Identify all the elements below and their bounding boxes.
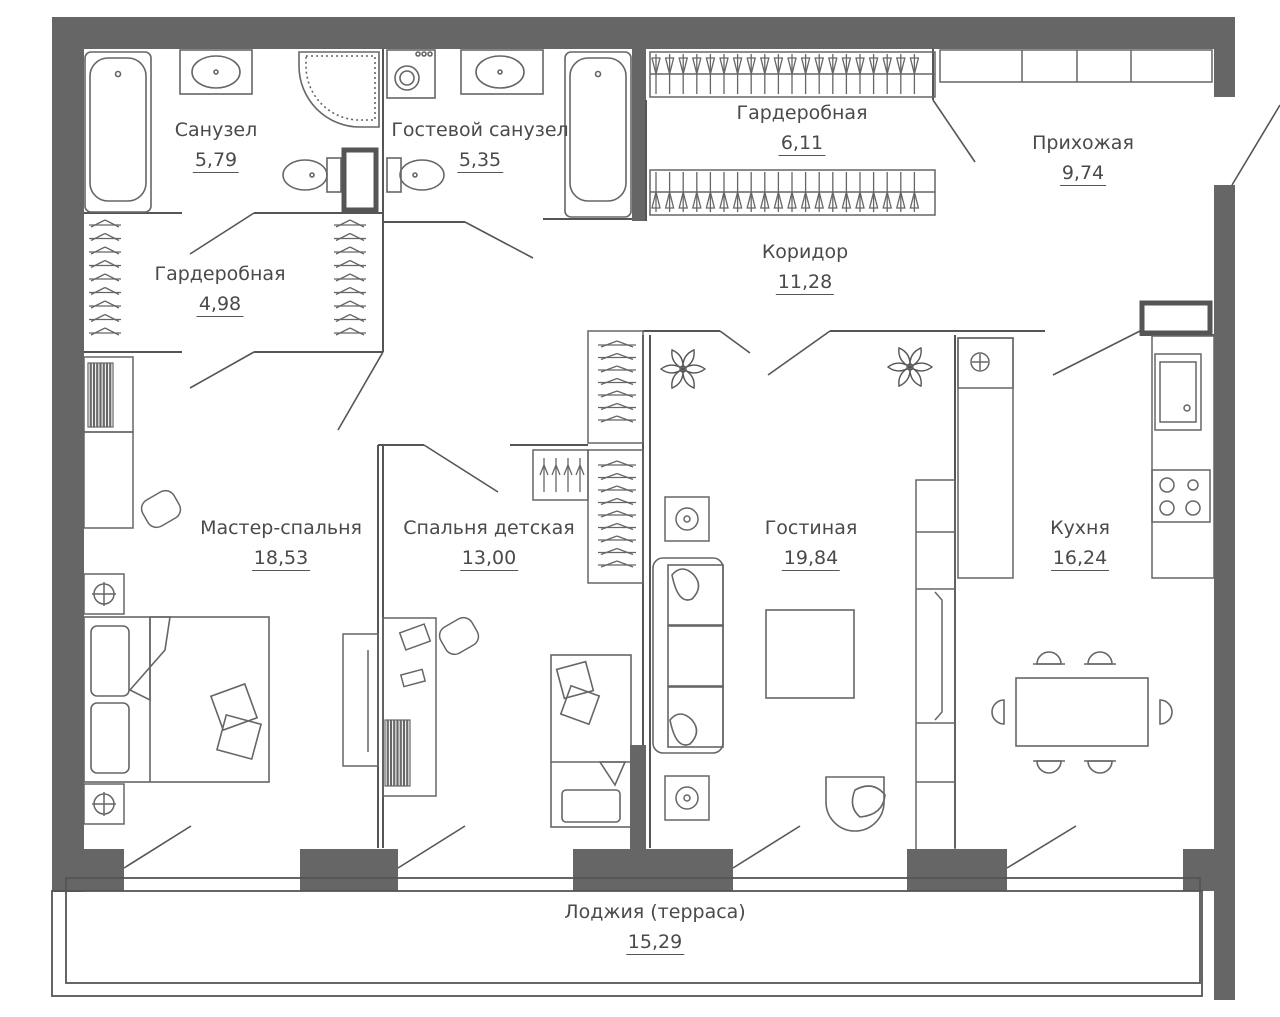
loggia-outline (51, 877, 1203, 997)
room-area: 11,28 (775, 271, 835, 295)
room-name: Гостевой санузел (391, 119, 569, 141)
kids-bed-icon (550, 654, 632, 828)
room-label-bath2: Гостевой санузел 5,35 (391, 118, 569, 173)
toilet-icon (282, 157, 445, 193)
room-area: 6,11 (778, 132, 826, 156)
room-label-corridor: Коридор 11,28 (762, 240, 848, 295)
desk-icon (382, 617, 437, 797)
room-name: Гостиная (764, 517, 858, 539)
nightstand-icon (83, 573, 125, 825)
kitchen-counter-icon (1151, 335, 1215, 579)
walls (52, 17, 1235, 1000)
room-area: 4,98 (196, 293, 244, 317)
room-area: 19,84 (781, 547, 841, 571)
room-label-wardrobe1: Гардеробная 6,11 (736, 101, 868, 156)
room-name: Мастер-спальня (200, 517, 362, 539)
door-swings (123, 99, 1280, 869)
speaker-icon (664, 496, 710, 821)
room-label-bath1: Санузел 5,79 (174, 118, 258, 173)
tv-stand-icon (342, 633, 379, 767)
room-name: Коридор (761, 241, 849, 263)
room-label-kids: Спальня детская 13,00 (403, 516, 575, 571)
hanger-icons (89, 219, 366, 336)
room-name: Лоджия (терраса) (564, 901, 746, 923)
books-icon (384, 719, 411, 787)
hall-shelf-icon (939, 49, 1213, 83)
room-area: 5,79 (192, 149, 240, 173)
room-label-wardrobe2: Гардеробная 4,98 (154, 262, 286, 317)
dresser-icon (83, 356, 134, 529)
washing-machine-icon (386, 49, 436, 99)
plant-icon (659, 346, 934, 390)
coffee-table-icon (765, 609, 855, 699)
bed-icon (83, 616, 270, 783)
room-name: Гардеробная (154, 263, 286, 285)
room-name: Санузел (174, 119, 258, 141)
room-label-hall: Прихожая 9,74 (1032, 131, 1134, 186)
room-label-kitchen: Кухня 16,24 (1050, 516, 1110, 571)
room-area: 18,53 (251, 547, 311, 571)
hanger-icons (539, 340, 636, 568)
books-icon (87, 362, 114, 428)
room-area: 16,24 (1050, 547, 1110, 571)
room-name: Прихожая (1032, 132, 1134, 154)
room-area: 9,74 (1059, 162, 1107, 186)
wardrobe-kids-icon (532, 330, 644, 584)
room-label-master: Мастер-спальня 18,53 (200, 516, 362, 571)
room-area: 13,00 (459, 547, 519, 571)
chair-icon (140, 489, 480, 656)
room-name: Кухня (1050, 517, 1110, 539)
hanger-icons (651, 54, 920, 212)
sink-icon (179, 49, 544, 95)
armchair-icon (825, 776, 886, 832)
tv-unit-icon (915, 479, 956, 851)
room-label-loggia: Лоджия (терраса) 15,29 (564, 900, 746, 955)
dining-table-icon (991, 651, 1173, 774)
room-name: Спальня детская (403, 517, 575, 539)
vent-shaft-icon (341, 147, 1213, 336)
shower-icon (298, 51, 380, 128)
room-name: Гардеробная (736, 102, 868, 124)
sofa-icon (652, 557, 724, 754)
fridge-icon (957, 337, 1014, 579)
room-label-living: Гостиная 19,84 (764, 516, 858, 571)
bathtub-icon (84, 51, 632, 218)
room-area: 5,35 (456, 149, 504, 173)
room-area: 15,29 (625, 931, 685, 955)
